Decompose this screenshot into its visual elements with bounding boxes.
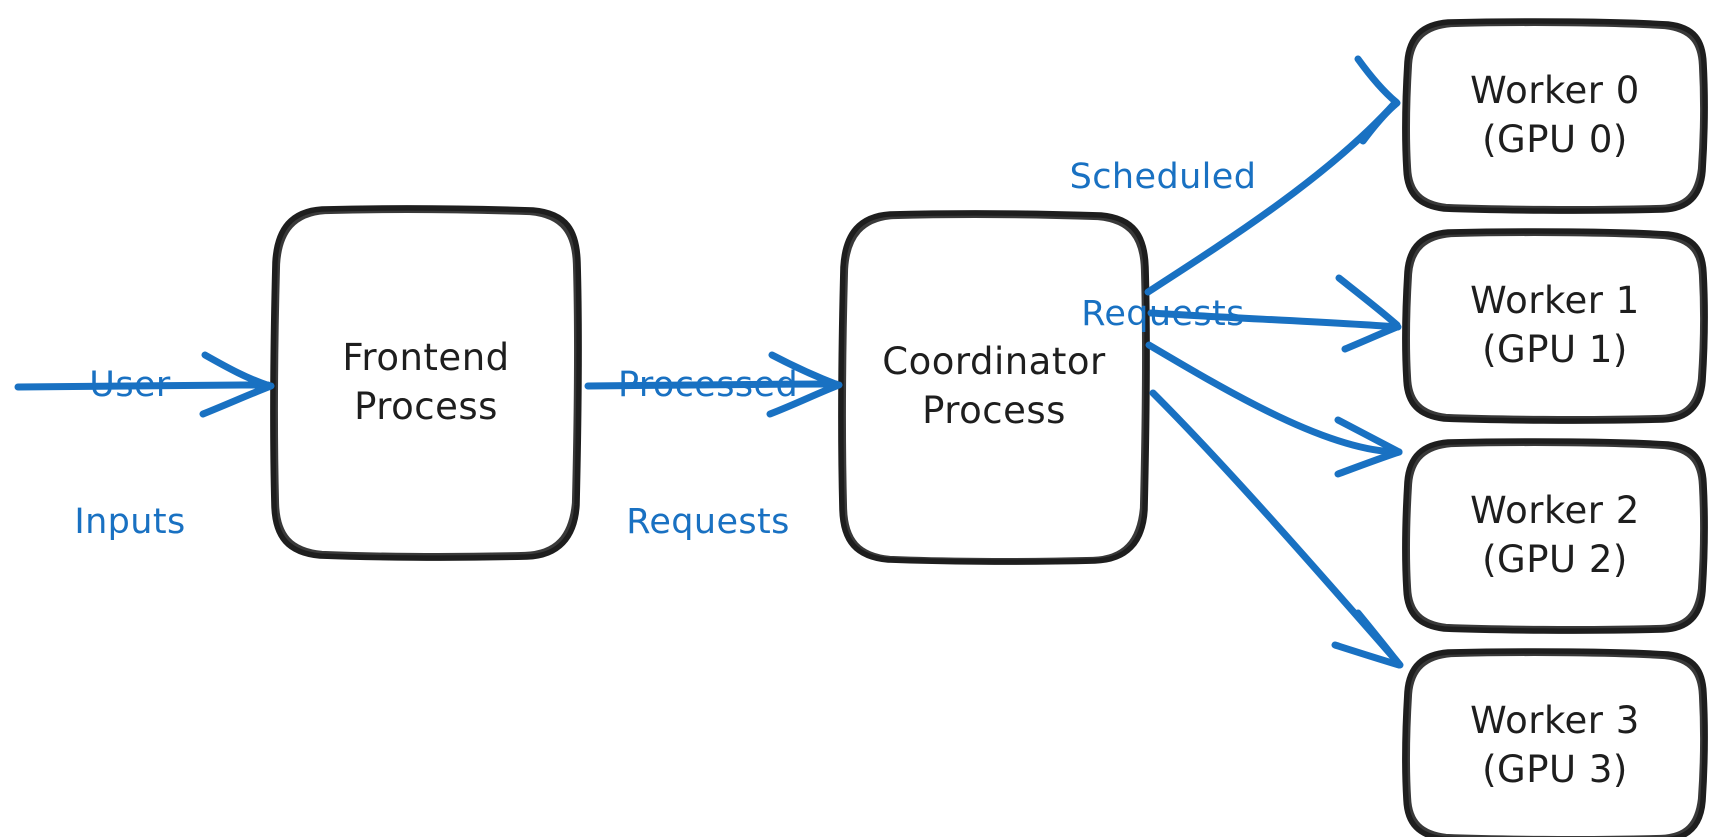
arrow-user-inputs (14, 351, 275, 418)
edge-label-processed-line1: Processed (617, 365, 799, 405)
edge-label-user-inputs: User Inputs (50, 272, 210, 636)
edge-label-scheduled-line1: Scheduled (1069, 157, 1257, 197)
node-outlines (270, 18, 1708, 837)
node-worker1-outline[interactable] (1402, 228, 1708, 424)
edge-label-processed-line2: Requests (626, 501, 790, 542)
node-worker2-outline[interactable] (1402, 438, 1708, 634)
arrow-coordinator-worker3 (1149, 389, 1404, 669)
arrow-coordinator-worker2 (1145, 341, 1403, 478)
node-worker3-outline[interactable] (1402, 648, 1708, 837)
edge-label-scheduled-requests: Scheduled Requests (1048, 64, 1278, 428)
edge-label-user-inputs-line1: User (89, 365, 171, 405)
edge-label-scheduled-line2: Requests (1081, 293, 1245, 334)
arrow-coordinator-worker0 (1144, 55, 1401, 296)
arrow-coordinator-worker1 (1147, 274, 1402, 353)
node-worker0-outline[interactable] (1402, 18, 1708, 214)
arrow-processed-requests (584, 351, 843, 418)
arrow-layer (14, 55, 1404, 669)
node-coordinator-outline[interactable] (838, 210, 1150, 565)
edge-label-processed-requests: Processed Requests (592, 272, 824, 636)
edge-label-user-inputs-line2: Inputs (74, 501, 186, 542)
node-frontend-outline[interactable] (270, 205, 582, 561)
